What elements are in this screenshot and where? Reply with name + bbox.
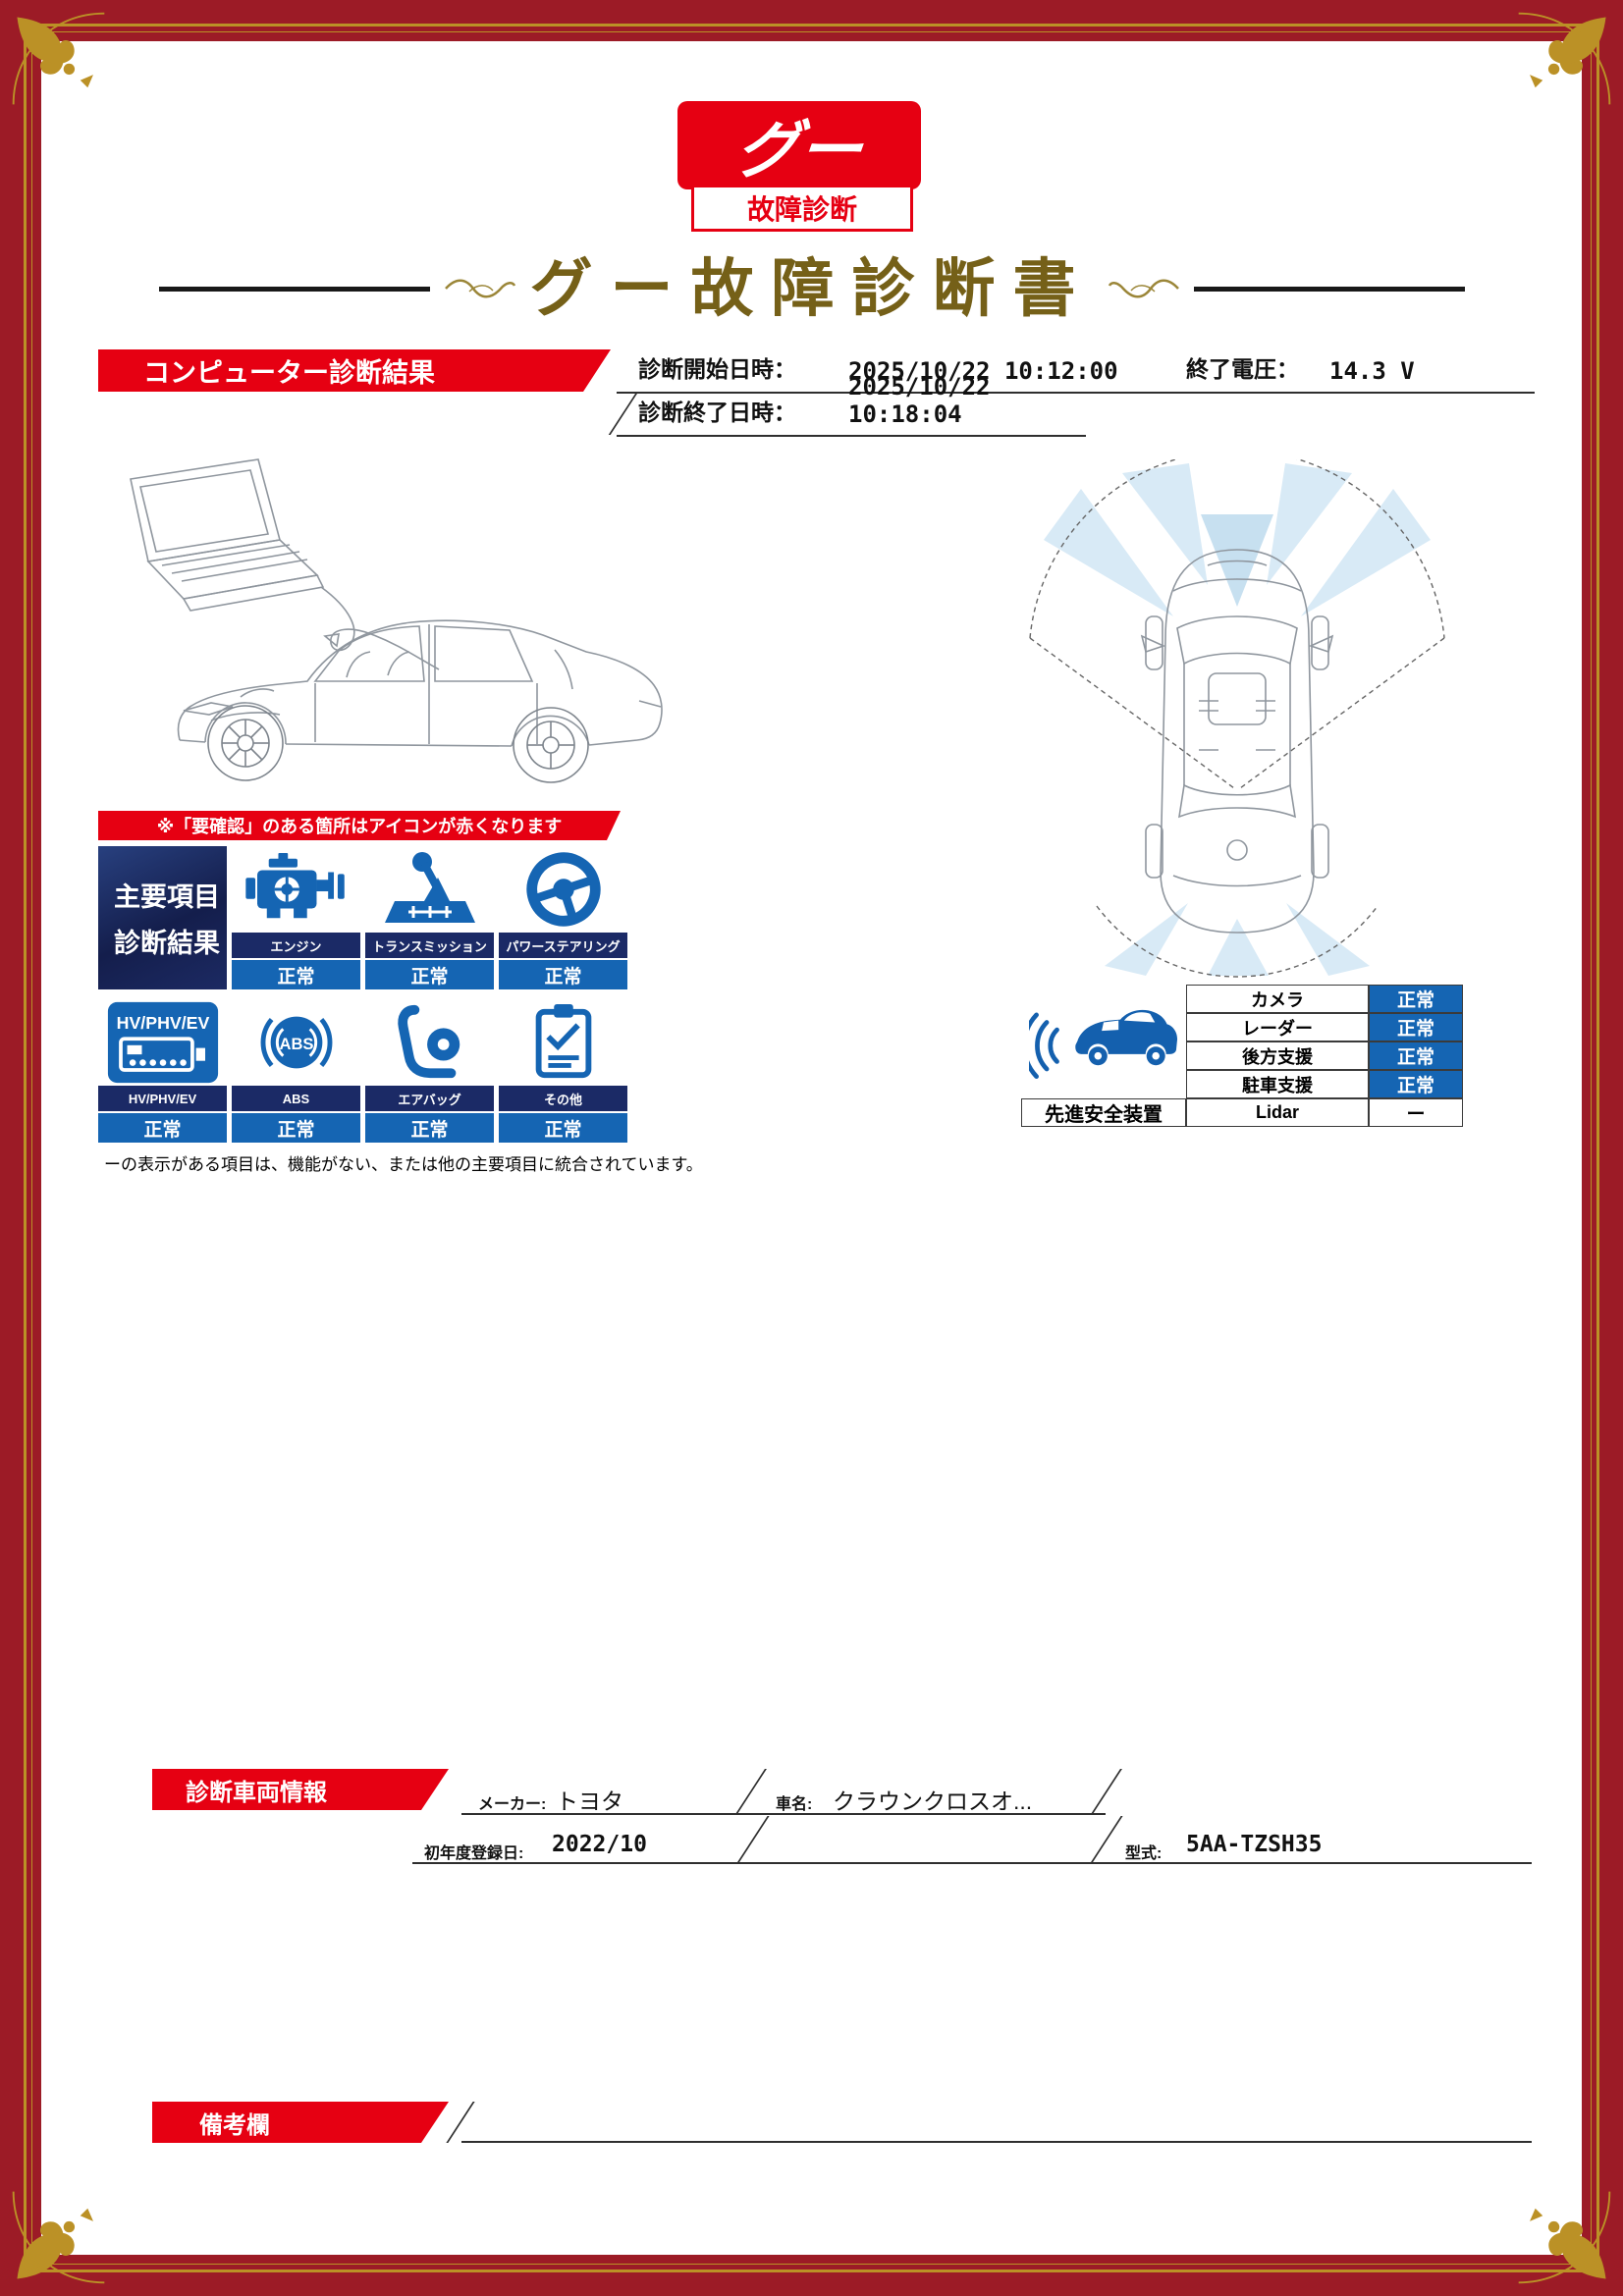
safety-table-label: 先進安全装置 bbox=[1021, 1098, 1186, 1127]
safety-row-parking-support-status: 正常 bbox=[1369, 1070, 1463, 1098]
car-name-label: 車名: bbox=[776, 1796, 813, 1813]
end-time-label: 診断終了日時： bbox=[638, 400, 796, 425]
hv-phv-ev-icon: HV/PHV/EV bbox=[98, 999, 227, 1086]
first-registration-value: 2022/10 bbox=[552, 1832, 647, 1857]
status-badge-hv-phv-ev: 正常 bbox=[98, 1113, 227, 1143]
goo-logo-text: グー bbox=[731, 115, 866, 186]
status-badge-abs: 正常 bbox=[232, 1113, 360, 1143]
model-code-value: 5AA-TZSH35 bbox=[1186, 1832, 1323, 1857]
corner-ornament-icon bbox=[1518, 2191, 1611, 2284]
advanced-safety-table: カメラ 正常 レーダー 正常 後方支援 正常 駐車支援 正常 先進安全装置 Li… bbox=[1021, 985, 1463, 1127]
end-voltage-value: 14.3 V bbox=[1329, 357, 1415, 385]
remarks-banner: 備考欄 bbox=[152, 2102, 449, 2143]
diag-label-power-steering: パワーステアリング bbox=[499, 933, 627, 958]
vehicle-info-banner: 診断車両情報 bbox=[152, 1769, 449, 1810]
diagnosis-start-row: 診断開始日時： 2025/10/22 10:12:00 終了電圧： 14.3 V bbox=[617, 349, 1535, 394]
vehicle-row1-underline bbox=[461, 1813, 1106, 1815]
diagnosis-end-row: 診断終了日時： 2025/10/22 10:18:04 bbox=[617, 373, 1086, 437]
maker-label: メーカー: bbox=[478, 1796, 547, 1813]
power-steering-icon bbox=[499, 846, 627, 933]
svg-text:ABS: ABS bbox=[279, 1035, 313, 1053]
diagnostic-laptop-car-illustration bbox=[130, 458, 663, 783]
attention-notice-bar: ※「要確認」のある箇所はアイコンが赤くなります bbox=[98, 811, 621, 840]
maker-value: トヨタ bbox=[556, 1789, 623, 1814]
safety-row-radar-status: 正常 bbox=[1369, 1013, 1463, 1041]
diag-label-hv-phv-ev: HV/PHV/EV bbox=[98, 1086, 227, 1111]
status-badge-power-steering: 正常 bbox=[499, 960, 627, 989]
diag-cell-airbag: エアバッグ 正常 bbox=[365, 999, 494, 1143]
remarks-banner-label: 備考欄 bbox=[199, 2111, 270, 2139]
main-grid-header: 主要項目 診断結果 bbox=[98, 846, 227, 989]
title-rule-left bbox=[158, 286, 430, 292]
diag-label-other: その他 bbox=[499, 1086, 627, 1111]
computer-diagnosis-banner-label: コンピューター診断結果 bbox=[143, 358, 435, 388]
safety-row-lidar-status: ー bbox=[1369, 1098, 1463, 1127]
diag-cell-power-steering: パワーステアリング 正常 bbox=[499, 846, 627, 989]
diag-cell-transmission: トランスミッション 正常 bbox=[365, 846, 494, 989]
corner-ornament-icon bbox=[12, 2191, 105, 2284]
title-rule-right bbox=[1193, 286, 1465, 292]
goo-logo: グー bbox=[677, 101, 921, 189]
main-grid-header-line2: 診断結果 bbox=[114, 929, 220, 958]
page-title: グー故障診断書 bbox=[529, 253, 1094, 324]
corner-ornament-icon bbox=[1518, 12, 1611, 105]
main-grid-header-line1: 主要項目 bbox=[114, 882, 220, 912]
safety-row-rear-support-name: 後方支援 bbox=[1186, 1041, 1369, 1070]
goo-logo-subtitle: 故障診断 bbox=[691, 185, 913, 232]
other-checklist-icon bbox=[499, 999, 627, 1086]
airbag-icon bbox=[365, 999, 494, 1086]
diag-label-airbag: エアバッグ bbox=[365, 1086, 494, 1111]
start-time-label: 診断開始日時： bbox=[638, 356, 796, 382]
diag-label-engine: エンジン bbox=[232, 933, 360, 958]
title-flourish-right-icon bbox=[1108, 279, 1179, 298]
safety-row-parking-support-name: 駐車支援 bbox=[1186, 1070, 1369, 1098]
main-diagnosis-grid: 主要項目 診断結果 bbox=[98, 846, 627, 1143]
car-name-value: クラウンクロスオ... bbox=[833, 1789, 1033, 1814]
attention-notice-text: ※「要確認」のある箇所はアイコンが赤くなります bbox=[156, 817, 563, 836]
safety-car-icon bbox=[1021, 985, 1186, 1098]
divider-slash bbox=[736, 1816, 770, 1863]
status-badge-airbag: 正常 bbox=[365, 1113, 494, 1143]
vehicle-info-banner-label: 診断車両情報 bbox=[186, 1779, 327, 1806]
engine-icon bbox=[232, 846, 360, 933]
diag-label-transmission: トランスミッション bbox=[365, 933, 494, 958]
vehicle-row2-underline bbox=[412, 1862, 1532, 1864]
divider-slash bbox=[1090, 1816, 1123, 1863]
divider-slash bbox=[1091, 1769, 1122, 1814]
safety-row-lidar-name: Lidar bbox=[1186, 1098, 1369, 1127]
diag-cell-hv-phv-ev: HV/PHV/EV HV/PHV/EV 正常 bbox=[98, 999, 227, 1143]
safety-row-camera-status: 正常 bbox=[1369, 985, 1463, 1013]
status-badge-transmission: 正常 bbox=[365, 960, 494, 989]
sensor-coverage-car-illustration bbox=[1029, 459, 1445, 978]
diag-cell-engine: エンジン 正常 bbox=[232, 846, 360, 989]
remarks-underline bbox=[461, 2141, 1532, 2143]
svg-text:HV/PHV/EV: HV/PHV/EV bbox=[116, 1013, 209, 1033]
model-code-label: 型式: bbox=[1125, 1845, 1163, 1862]
divider-slash bbox=[446, 2102, 475, 2143]
end-voltage-label: 終了電圧： bbox=[1186, 356, 1299, 382]
diag-label-abs: ABS bbox=[232, 1086, 360, 1111]
abs-icon: ABS bbox=[232, 999, 360, 1086]
divider-slash bbox=[735, 1769, 767, 1814]
status-badge-engine: 正常 bbox=[232, 960, 360, 989]
diag-cell-other: その他 正常 bbox=[499, 999, 627, 1143]
safety-row-camera-name: カメラ bbox=[1186, 985, 1369, 1013]
transmission-icon bbox=[365, 846, 494, 933]
end-time-value: 2025/10/22 10:18:04 bbox=[848, 373, 991, 428]
start-time-value: 2025/10/22 10:12:00 bbox=[848, 357, 1118, 385]
status-badge-other: 正常 bbox=[499, 1113, 627, 1143]
safety-row-rear-support-status: 正常 bbox=[1369, 1041, 1463, 1070]
report-title-row: グー故障診断書 bbox=[0, 257, 1623, 320]
diag-cell-abs: ABS ABS 正常 bbox=[232, 999, 360, 1143]
grid-footnote: ーの表示がある項目は、機能がない、または他の主要項目に統合されています。 bbox=[104, 1155, 703, 1174]
title-flourish-left-icon bbox=[444, 279, 515, 298]
safety-row-radar-name: レーダー bbox=[1186, 1013, 1369, 1041]
corner-ornament-icon bbox=[12, 12, 105, 105]
first-registration-label: 初年度登録日: bbox=[424, 1845, 524, 1862]
computer-diagnosis-banner: コンピューター診断結果 bbox=[98, 349, 611, 392]
